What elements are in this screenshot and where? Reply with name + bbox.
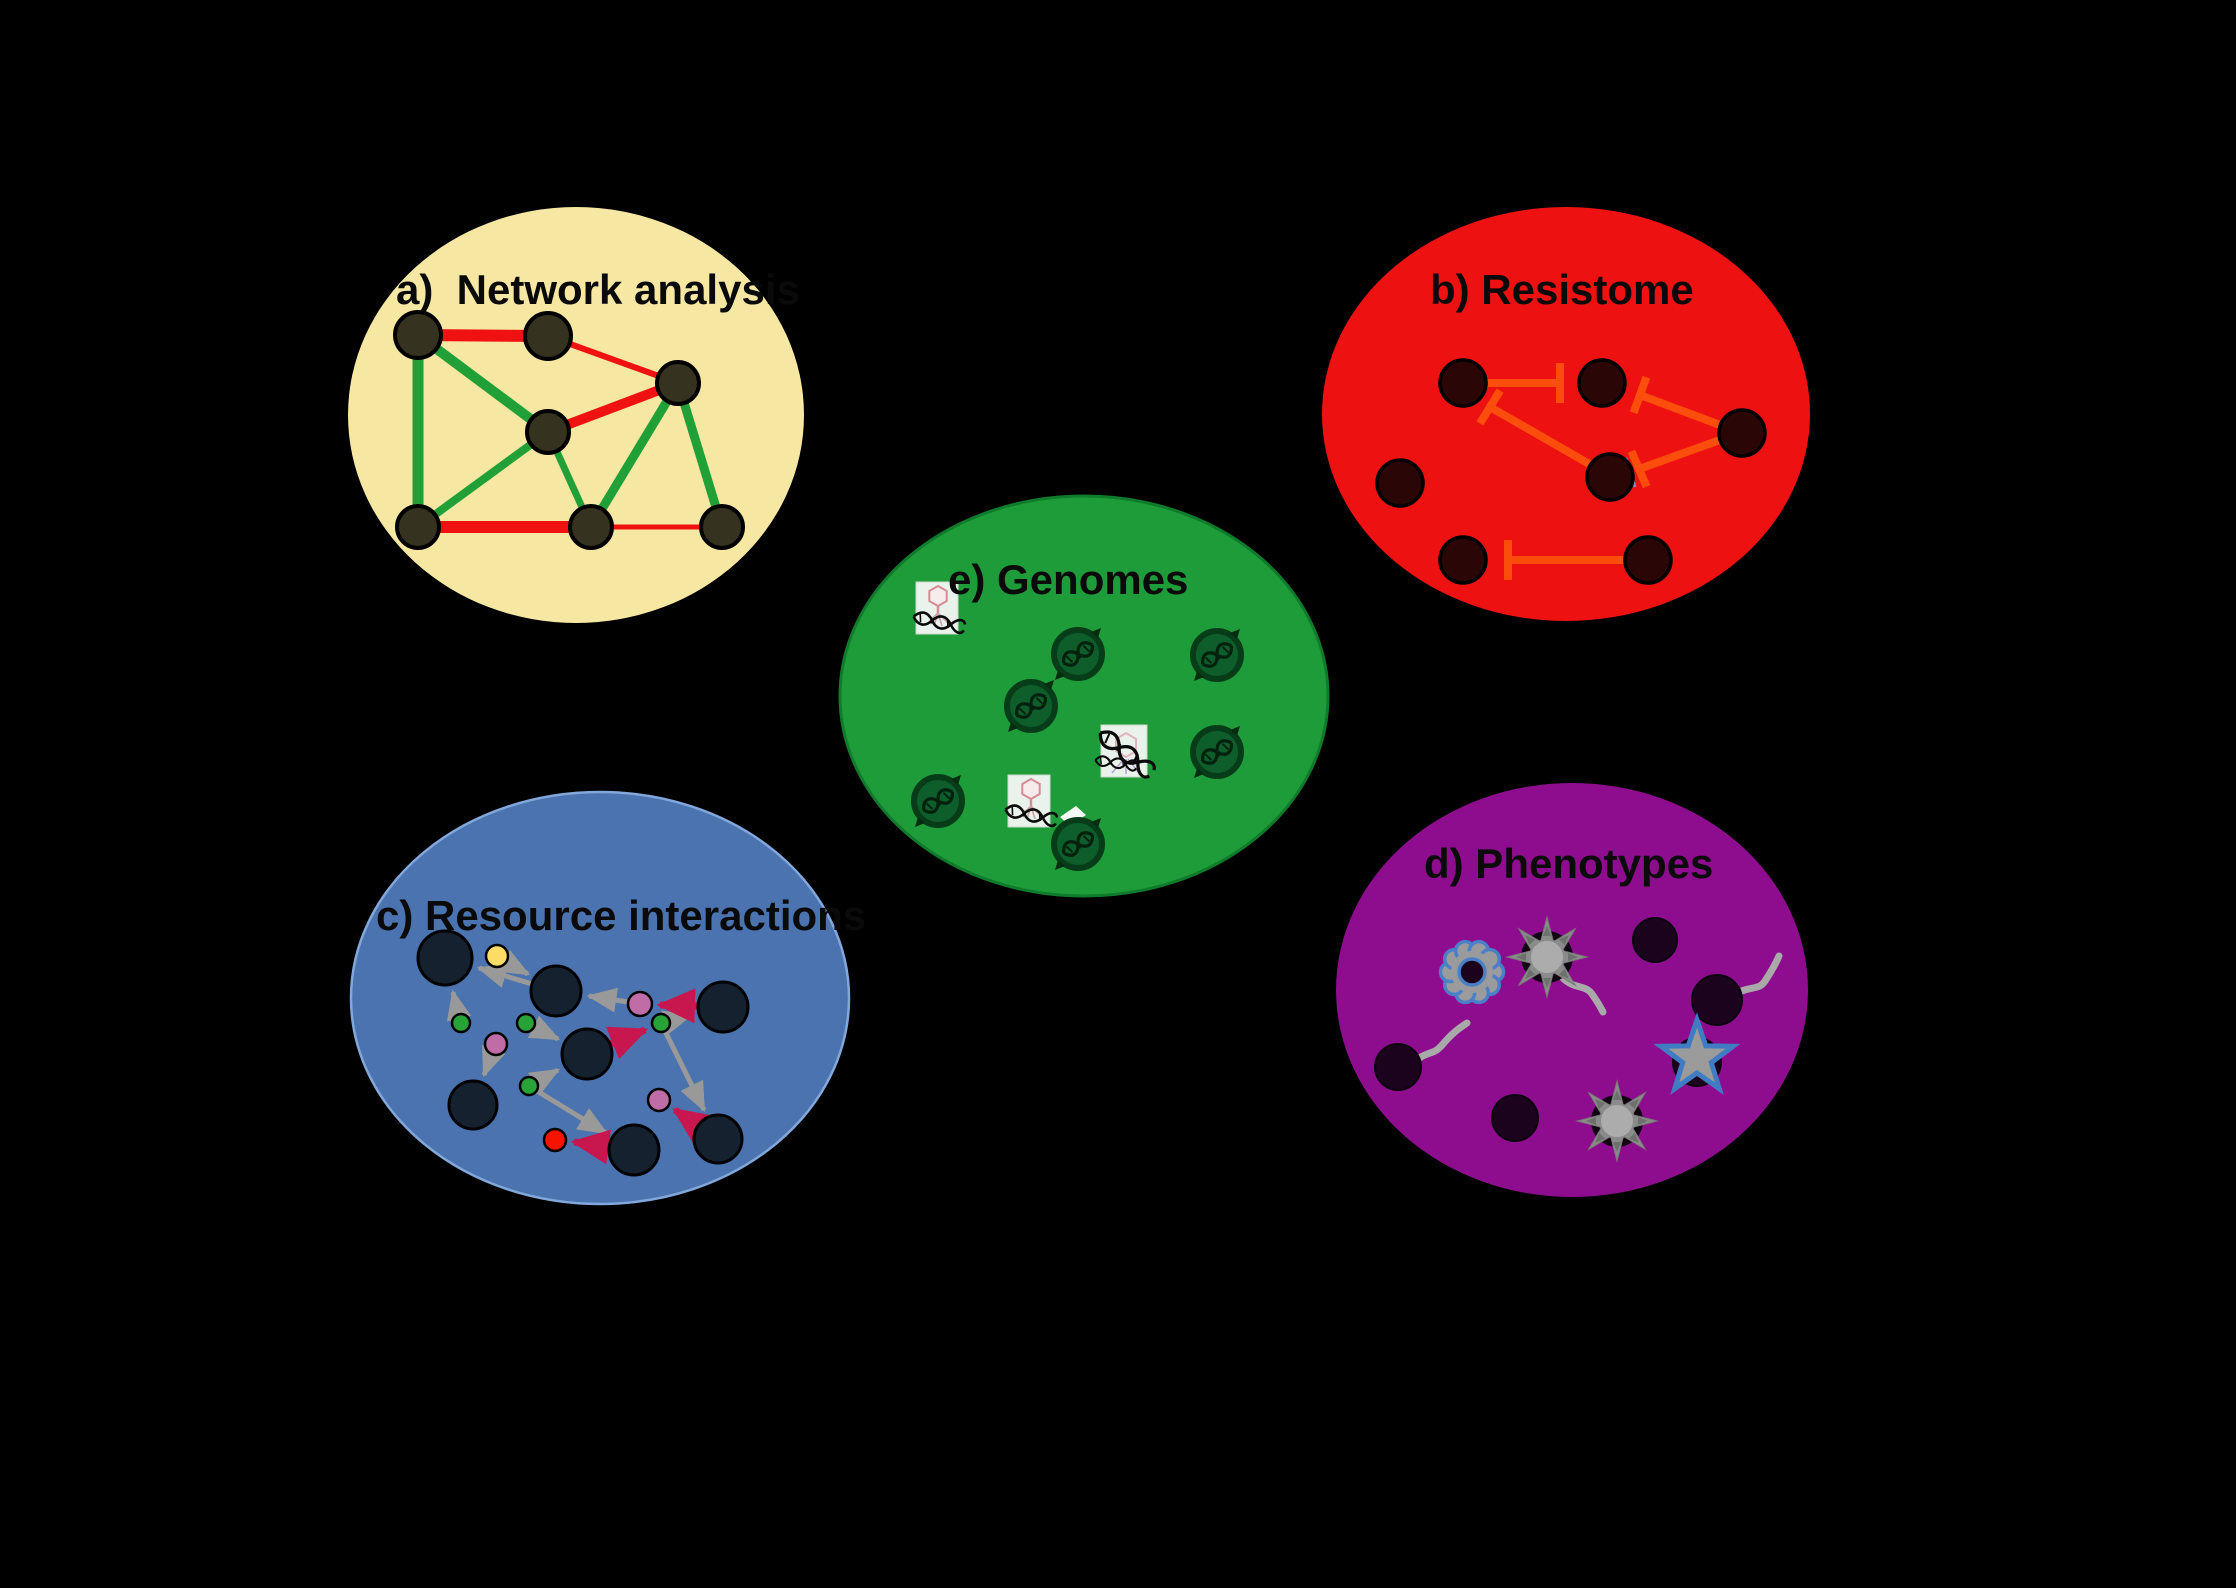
panel-a-ellipse: [348, 207, 804, 623]
flagellum: [1557, 972, 1607, 1016]
graph-node: [699, 504, 745, 550]
graph-node: [692, 1113, 744, 1165]
genome-icon: [1193, 629, 1241, 681]
flow-arrow: [446, 989, 472, 1022]
resource-dot-yellow: [484, 943, 510, 969]
edge-positive: [586, 378, 683, 532]
genome-icon: [1054, 818, 1102, 870]
flow-arrow: [527, 1067, 561, 1095]
resource-dot-red: [542, 1127, 568, 1153]
flow-arrow: [527, 1015, 561, 1042]
genome-icon: [1193, 726, 1241, 778]
graph-node: [1585, 452, 1635, 502]
genome-icon: [1007, 680, 1055, 732]
bacteria-nodes: [416, 929, 750, 1177]
resource-dot-green: [518, 1075, 540, 1097]
panel-c-resource-interactions: [349, 790, 851, 1206]
inhibition-edge: [1476, 388, 1597, 471]
inhibition-edge: [1504, 540, 1629, 580]
transfer-arrows: [570, 988, 714, 1165]
graph-node: [393, 310, 443, 360]
flow-arrow: [535, 1088, 609, 1136]
edge-positive: [673, 378, 727, 532]
resource-dot-pink: [626, 990, 654, 1018]
graph-node: [655, 360, 701, 406]
panel-d-ellipse: [1336, 783, 1808, 1197]
transfer-arrow: [606, 1026, 649, 1060]
panel-b-resistome: [1322, 207, 1810, 621]
panel-e-genomes: [838, 494, 1330, 898]
resource-dot-pink: [483, 1031, 509, 1057]
panel-a-label: a) Network analysis: [396, 266, 800, 313]
panel-d-label: d) Phenotypes: [1424, 840, 1714, 887]
edge-negative: [543, 378, 683, 437]
flow-arrow: [476, 963, 533, 988]
resistome-nodes: [1375, 358, 1767, 585]
network-nodes: [393, 310, 745, 550]
panel-e-label: e) Genomes: [948, 556, 1189, 603]
spiky-phenotype-icon: [1507, 917, 1587, 997]
graph-node: [1717, 408, 1767, 458]
phage-dna-card: [910, 581, 968, 636]
graph-node: [395, 504, 441, 550]
graph-node: [568, 504, 614, 550]
star-phenotype-icon: [1653, 1012, 1741, 1095]
flow-arrow: [497, 949, 531, 977]
flow-arrow: [586, 987, 629, 1013]
flower-phenotype-icon: [1438, 939, 1506, 1005]
graph-node: [607, 1123, 661, 1177]
graph-node: [525, 409, 571, 455]
panel-a-network-analysis: [348, 207, 804, 623]
edge-positive: [413, 330, 553, 437]
dna-card: [1093, 724, 1159, 781]
flow-arrows: [446, 949, 707, 1136]
cell-node: [1691, 974, 1743, 1026]
transfer-arrow: [672, 1107, 714, 1145]
graph-node: [560, 1027, 614, 1081]
resource-dot-green: [650, 1012, 672, 1034]
spiky-phenotype-icon: [1577, 1081, 1657, 1161]
flow-arrow: [481, 1044, 506, 1078]
transfer-arrow: [656, 988, 699, 1024]
resource-dots: [450, 943, 672, 1153]
inhibition-edge: [1629, 375, 1726, 431]
graph-node: [1438, 535, 1488, 585]
graph-node: [1623, 535, 1673, 585]
edge-positive: [414, 428, 552, 531]
graph-node: [447, 1079, 499, 1131]
graph-node: [523, 311, 573, 361]
graph-node: [1577, 358, 1627, 408]
flagella: [1411, 952, 1783, 1065]
phage-dna-card: [1002, 774, 1060, 829]
resource-dot-green: [450, 1012, 472, 1034]
panel-c-label: c) Resource interactions: [376, 892, 867, 939]
inhibition-edge: [1627, 434, 1726, 489]
cell-node: [1491, 1094, 1539, 1142]
cell-node: [1632, 917, 1678, 963]
graph-node: [1375, 458, 1425, 508]
flagellum: [1735, 952, 1783, 996]
resource-dot-green: [515, 1012, 537, 1034]
inhibition-edge: [1482, 363, 1564, 403]
network-edges: [412, 329, 727, 533]
panel-d-phenotypes: [1336, 783, 1808, 1197]
genome-icon: [914, 775, 962, 827]
inhibition-edges: [1476, 363, 1726, 580]
graph-node: [696, 980, 750, 1034]
graph-node: [529, 964, 583, 1018]
cell-node: [1374, 1043, 1422, 1091]
graph-node: [416, 929, 474, 987]
genome-icon: [1054, 628, 1102, 680]
transfer-arrow: [570, 1129, 612, 1165]
panel-b-label: b) Resistome: [1430, 266, 1694, 313]
graph-node: [1438, 358, 1488, 408]
resource-dot-pink: [646, 1087, 672, 1113]
panel-b-ellipse: [1322, 207, 1810, 621]
flow-arrow: [662, 1029, 707, 1113]
flagellum: [1411, 1019, 1471, 1065]
